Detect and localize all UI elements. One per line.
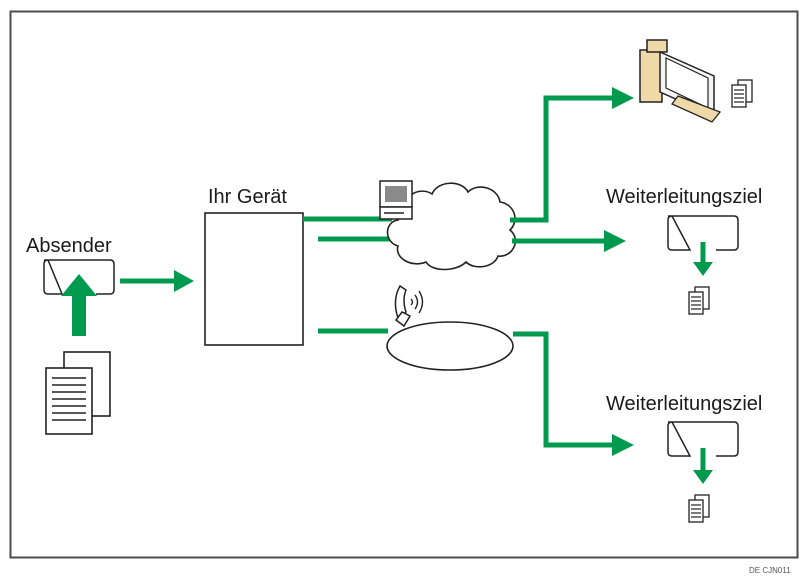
device-label: Ihr Gerät xyxy=(208,186,287,208)
diagram-frame xyxy=(9,10,799,559)
forward-target-1-label: Weiterleitungsziel xyxy=(606,186,762,208)
forward-target-2-fax-icon xyxy=(667,421,739,484)
computer-icon xyxy=(379,180,413,220)
phone-network-ellipse xyxy=(386,321,514,371)
arrow-to-forward-target-2 xyxy=(513,331,634,456)
forward-target-1-fax-icon xyxy=(667,215,739,276)
sender-to-device-arrow xyxy=(120,270,194,292)
destination-computer-icon xyxy=(639,39,722,123)
device-box xyxy=(204,212,304,346)
document-stack-icon xyxy=(45,351,111,435)
arrow-to-forward-target-1 xyxy=(512,230,626,252)
forward-target-1-document-icon xyxy=(688,286,710,315)
phone-icon xyxy=(394,284,424,328)
forward-target-2-label: Weiterleitungsziel xyxy=(606,393,762,415)
figure-code: DE CJN011 xyxy=(749,566,791,575)
sender-upload-arrow xyxy=(61,274,97,336)
forward-target-2-document-icon xyxy=(688,494,710,523)
sender-label: Absender xyxy=(26,235,112,257)
destination-computer-document-icon xyxy=(731,79,753,108)
cloud-icon xyxy=(386,182,516,271)
arrow-to-computer xyxy=(510,87,634,223)
